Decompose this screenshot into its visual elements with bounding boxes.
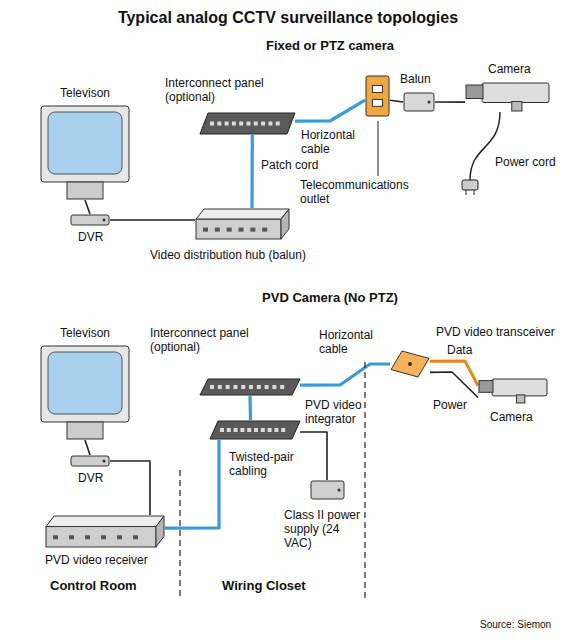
device-icon (478, 378, 548, 404)
device-icon (465, 82, 550, 112)
cable-label: Horizontal cable (318, 328, 390, 356)
device-icon (40, 345, 130, 440)
device-icon (310, 480, 345, 500)
cable-connector (248, 396, 252, 420)
annotation-label: Source: Siemon (480, 618, 570, 631)
device-icon (70, 214, 110, 226)
device-label: Video distribution hub (balun) (150, 248, 340, 262)
annotation-label: Wiring Closet (222, 578, 332, 594)
device-icon (200, 112, 295, 135)
device-label: Televison (60, 326, 140, 340)
cable-connector (295, 100, 365, 121)
cable-label: Patch cord (260, 158, 319, 172)
leader-line (378, 121, 379, 176)
device-icon (365, 75, 390, 117)
device-trx: PVD video transceiver (390, 350, 430, 378)
device-label: PVD video integrator (305, 398, 385, 426)
device-hub: Video distribution hub (balun) (195, 208, 290, 240)
device-icon (45, 515, 165, 548)
cable-connector (110, 219, 195, 221)
device-dvr: DVR (70, 455, 110, 467)
cable-connector (250, 135, 254, 208)
zone-divider (179, 470, 180, 600)
cable-connector (430, 372, 478, 398)
device-label: Balun (400, 72, 450, 86)
device-panel: Interconnect panel (optional) (200, 378, 300, 396)
zone-divider (364, 362, 365, 600)
annotation-label: PVD Camera (No PTZ) (230, 290, 430, 306)
cable-connector (300, 364, 390, 385)
device-label: DVR (78, 471, 118, 485)
cable-connector (165, 440, 219, 528)
cable-connector (435, 101, 465, 103)
device-outlet: Telecommunications outlet (365, 75, 390, 117)
device-icon (390, 350, 430, 378)
device-icon (195, 208, 290, 240)
device-psu: Class II power supply (24 VAC) (310, 480, 345, 500)
device-label: Camera (488, 62, 548, 76)
annotation-label: Fixed or PTZ camera (230, 38, 430, 54)
cable-connector (390, 100, 403, 102)
cable-connector (85, 200, 90, 214)
cable-label: Power (432, 398, 468, 412)
device-cam: Camera (465, 82, 550, 112)
device-label: PVD video transceiver (436, 325, 572, 339)
device-label: DVR (78, 230, 118, 244)
annotation-label: Control Room (50, 578, 160, 594)
device-label: Televison (60, 86, 140, 100)
cable-connector (110, 461, 150, 515)
device-tv: Televison (40, 105, 130, 200)
device-hub: PVD video receiver (45, 515, 165, 548)
plug-pin (474, 190, 475, 195)
cable-label: Horizontal cable (300, 128, 372, 156)
plug-pin (466, 190, 467, 195)
cable-label: Twisted-pair cabling (228, 450, 305, 478)
device-dvr: DVR (70, 214, 110, 226)
power-cord-wire (470, 112, 500, 180)
diagram-title: Typical analog CCTV surveillance topolog… (0, 8, 576, 27)
device-label: Interconnect panel (optional) (165, 76, 285, 104)
power-plug (462, 180, 478, 190)
device-tv: Televison (40, 345, 130, 440)
device-icon (403, 92, 435, 112)
device-icon (70, 455, 110, 467)
device-label: PVD video receiver (45, 553, 195, 567)
device-cam: Camera (478, 378, 548, 404)
cable-label: Data (446, 343, 473, 357)
device-panel: PVD video integrator (210, 420, 300, 440)
device-label: Interconnect panel (optional) (150, 326, 270, 354)
annotation-label: Power cord (495, 155, 565, 170)
cable-connector (85, 440, 90, 455)
device-label: Telecommunications outlet (300, 178, 435, 206)
device-icon (200, 378, 300, 396)
device-icon (40, 105, 130, 200)
device-panel: Interconnect panel (optional) (200, 112, 295, 135)
device-icon (210, 420, 300, 440)
device-balun: Balun (403, 92, 435, 112)
device-label: Class II power supply (24 VAC) (284, 508, 362, 550)
device-label: Camera (490, 410, 550, 424)
